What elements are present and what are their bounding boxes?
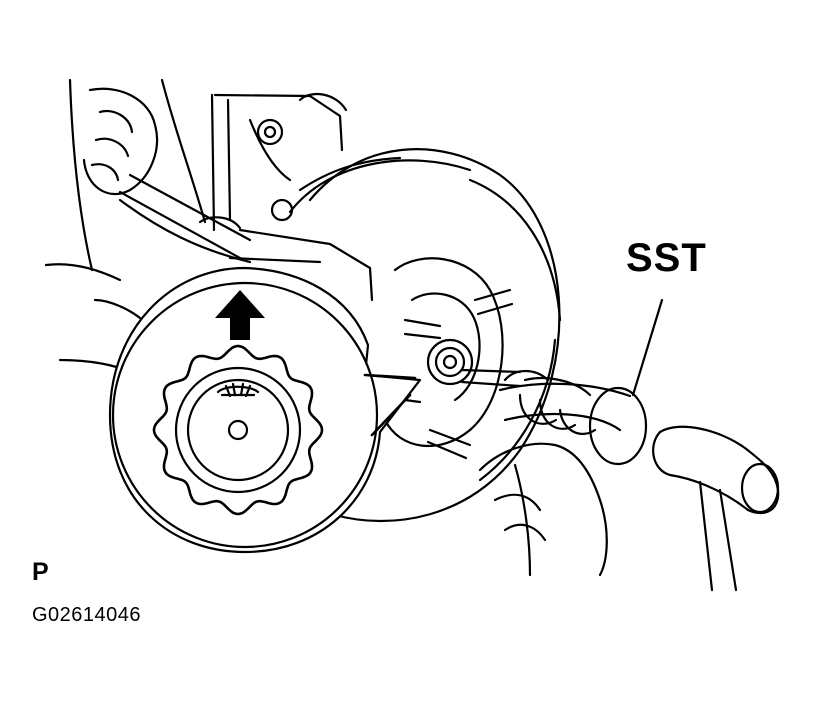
sst-label: SST: [626, 236, 707, 280]
magnified-inset: [108, 266, 422, 554]
brake-disc: [288, 148, 562, 523]
hub: [383, 257, 514, 460]
figure-code: G02614046: [32, 604, 142, 626]
hub-nut: [152, 344, 324, 516]
up-arrow-icon: [215, 290, 265, 340]
lever-bar: [118, 173, 374, 302]
hammer: [652, 425, 780, 592]
sst-punch: [460, 298, 664, 466]
right-hand: [478, 377, 608, 577]
left-hand: [82, 87, 159, 196]
corner-mark: P: [32, 558, 49, 586]
